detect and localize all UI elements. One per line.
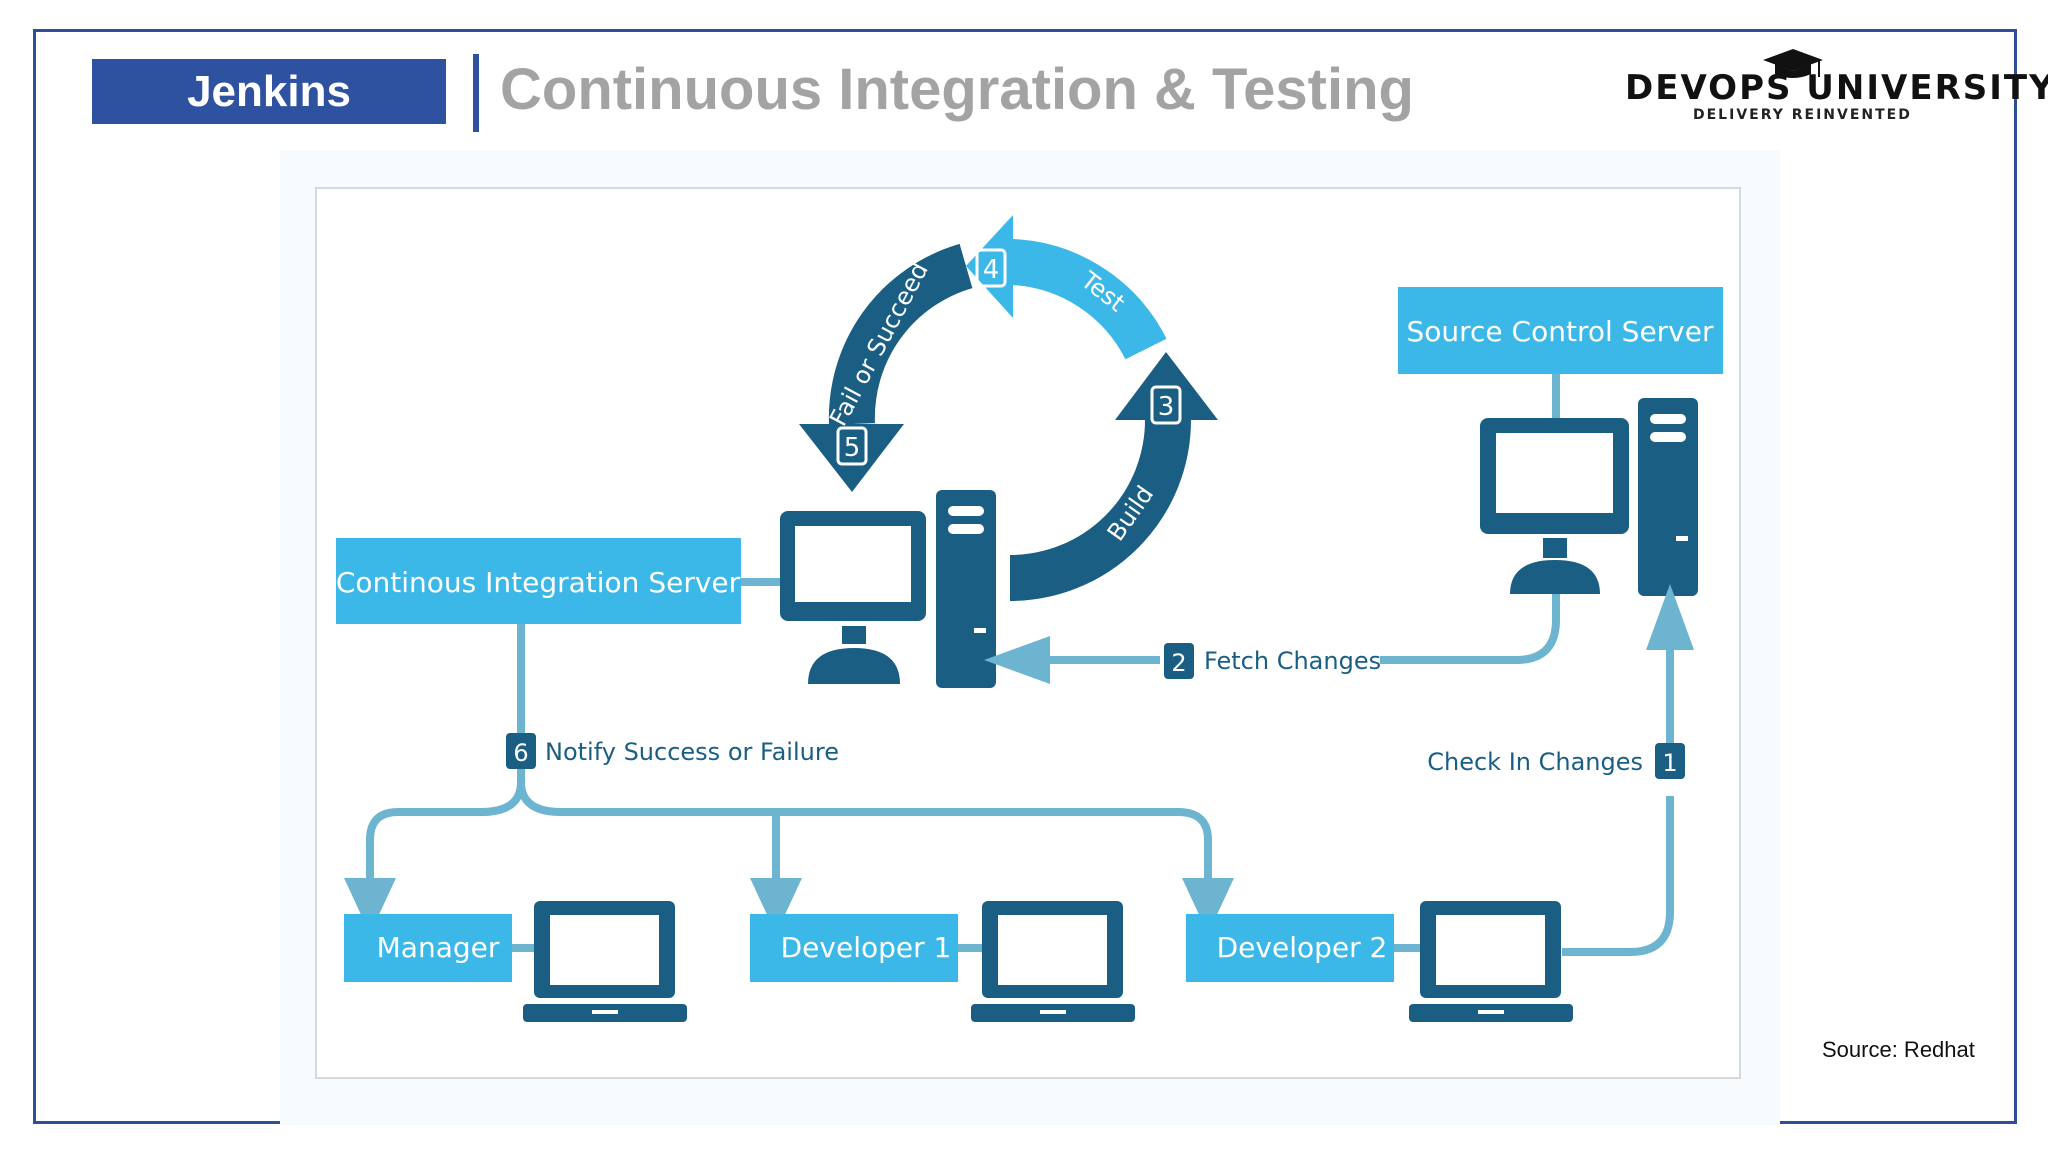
fetch-changes-arrow-head bbox=[984, 636, 1050, 684]
developer-1-laptop-icon bbox=[971, 901, 1135, 1022]
ci-server-label: Continous Integration Server bbox=[336, 566, 741, 599]
step-1-number: 1 bbox=[1662, 749, 1677, 777]
source-control-box bbox=[1398, 287, 1723, 374]
test-arc bbox=[1010, 239, 1167, 360]
jenkins-tag-label: Jenkins bbox=[187, 66, 351, 116]
notify-developer-1-arrow-head bbox=[750, 878, 802, 934]
notify-manager-arrow-head bbox=[344, 878, 396, 934]
step-5-label: Fail or Succeed bbox=[824, 258, 934, 431]
source-control-computer-icon bbox=[1480, 398, 1698, 596]
jenkins-tag: Jenkins bbox=[92, 59, 446, 124]
check-in-arrow-head bbox=[1646, 584, 1694, 650]
logo-tagline: DELIVERY REINVENTED bbox=[1693, 107, 1912, 123]
build-arc bbox=[1009, 419, 1191, 601]
developer-2-label: Developer 2 bbox=[1217, 931, 1388, 964]
step-2-badge: 2 bbox=[1164, 643, 1194, 679]
step-3-number: 3 bbox=[1158, 392, 1175, 422]
fail-succeed-arrow-head bbox=[799, 424, 904, 492]
step-1-label: Check In Changes bbox=[1427, 748, 1643, 776]
notify-developer-2-arrow-head bbox=[1182, 878, 1234, 934]
developer-2-laptop-icon bbox=[1409, 901, 1573, 1022]
step-1-badge: 1 bbox=[1655, 743, 1685, 779]
step-2-number: 2 bbox=[1171, 649, 1186, 677]
step-6-label: Notify Success or Failure bbox=[545, 738, 839, 766]
developer-1-box bbox=[750, 914, 958, 982]
developer-1-label: Developer 1 bbox=[781, 931, 952, 964]
step-6-badge: 6 bbox=[506, 733, 536, 769]
step-4-badge: 4 bbox=[975, 248, 1007, 288]
step-3-badge: 3 bbox=[1150, 385, 1182, 425]
manager-label: Manager bbox=[377, 931, 500, 964]
ci-server-box bbox=[336, 538, 741, 624]
step-2-label: Fetch Changes bbox=[1204, 647, 1381, 675]
notify-branches bbox=[366, 769, 1212, 880]
step-4-number: 4 bbox=[983, 255, 1000, 285]
source-control-label: Source Control Server bbox=[1406, 315, 1713, 348]
check-in-connector bbox=[1562, 796, 1674, 956]
fetch-changes-connector bbox=[1380, 594, 1560, 664]
test-arrow-head bbox=[966, 215, 1013, 318]
logo-name: DEVOPS UNIVERSITY bbox=[1625, 68, 2048, 108]
manager-box bbox=[344, 914, 512, 982]
step-5-badge: 5 bbox=[836, 426, 868, 466]
ci-server-computer-icon bbox=[780, 490, 996, 688]
slide-title: Continuous Integration & Testing bbox=[500, 57, 1414, 122]
title-divider bbox=[473, 54, 479, 132]
graduation-cap-icon bbox=[1763, 49, 1823, 78]
source-credit: Source: Redhat bbox=[1822, 1037, 1975, 1062]
step-6-number: 6 bbox=[513, 739, 528, 767]
manager-laptop-icon bbox=[523, 901, 687, 1022]
devops-university-logo: DEVOPS UNIVERSITY DELIVERY REINVENTED bbox=[1625, 49, 2048, 130]
fail-succeed-arc bbox=[828, 243, 973, 425]
developer-2-box bbox=[1186, 914, 1394, 982]
step-5-number: 5 bbox=[844, 433, 861, 463]
